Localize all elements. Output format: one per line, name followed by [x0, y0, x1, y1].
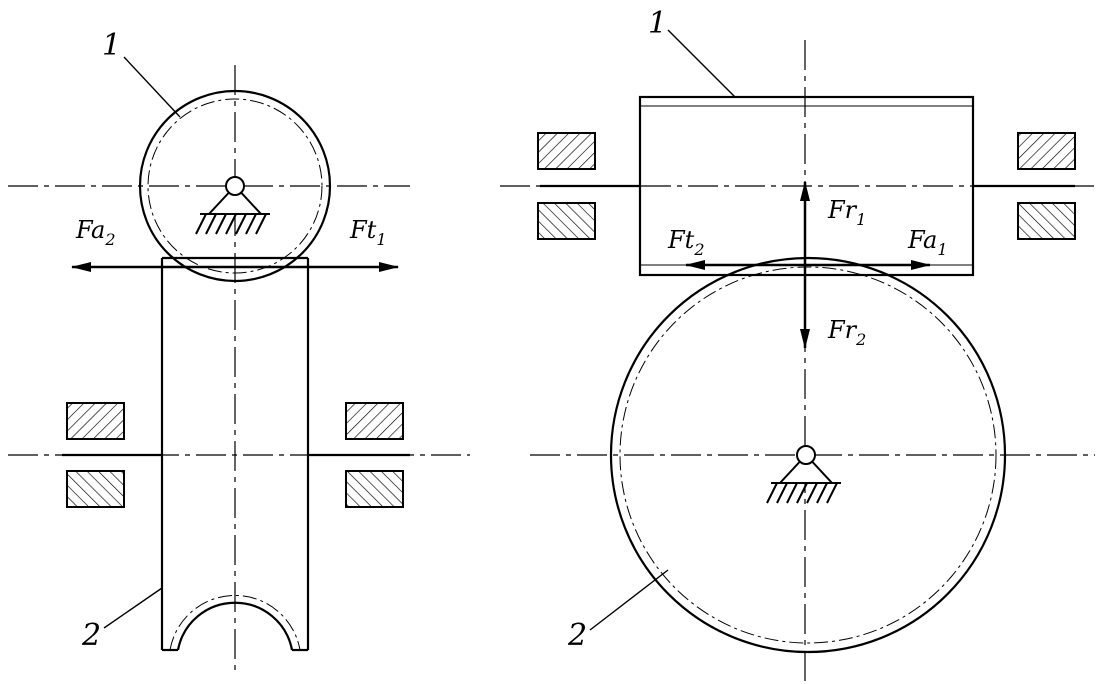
- right-pivot-support: [766, 445, 841, 504]
- left-bearing-top-left: [66, 402, 125, 440]
- right-view: [500, 29, 1095, 682]
- force-label-fr1: Fr1: [827, 196, 866, 229]
- left-pivot-support: [195, 176, 270, 235]
- right-bearing-bottom-left: [537, 202, 596, 240]
- right-bearing-bottom-right: [1017, 202, 1076, 240]
- right-wheel-outer-circle: [609, 256, 1007, 654]
- left-view: [8, 56, 470, 675]
- left-worm-pitch-circle: [147, 98, 323, 274]
- left-worm-outer-circle: [138, 89, 332, 283]
- left-bearing-bottom-right: [345, 470, 404, 508]
- right-bearing-top-right: [1017, 132, 1076, 170]
- force-label-fa2: Fa2: [75, 216, 116, 249]
- force-label-ft1: Ft1: [349, 216, 387, 249]
- left-bearing-bottom-left: [66, 470, 125, 508]
- right-wheel-pitch-circle: [619, 266, 997, 644]
- label-wheel-right: 2: [567, 618, 587, 653]
- right-bearing-top-left: [537, 132, 596, 170]
- right-worm-leader: [667, 29, 736, 98]
- force-label-ft2: Ft2: [667, 226, 705, 259]
- label-worm-right: 1: [648, 6, 667, 41]
- label-wheel-left: 2: [81, 618, 101, 653]
- force-label-fr2: Fr2: [827, 316, 866, 349]
- label-worm-left: 1: [102, 28, 121, 63]
- left-worm-leader: [123, 56, 181, 118]
- right-wheel-leader: [589, 569, 669, 631]
- force-label-fa1: Fa1: [907, 226, 948, 259]
- left-wheel-pitch-arc: [169, 594, 301, 651]
- left-wheel-leader: [103, 587, 163, 629]
- left-bearing-top-right: [345, 402, 404, 440]
